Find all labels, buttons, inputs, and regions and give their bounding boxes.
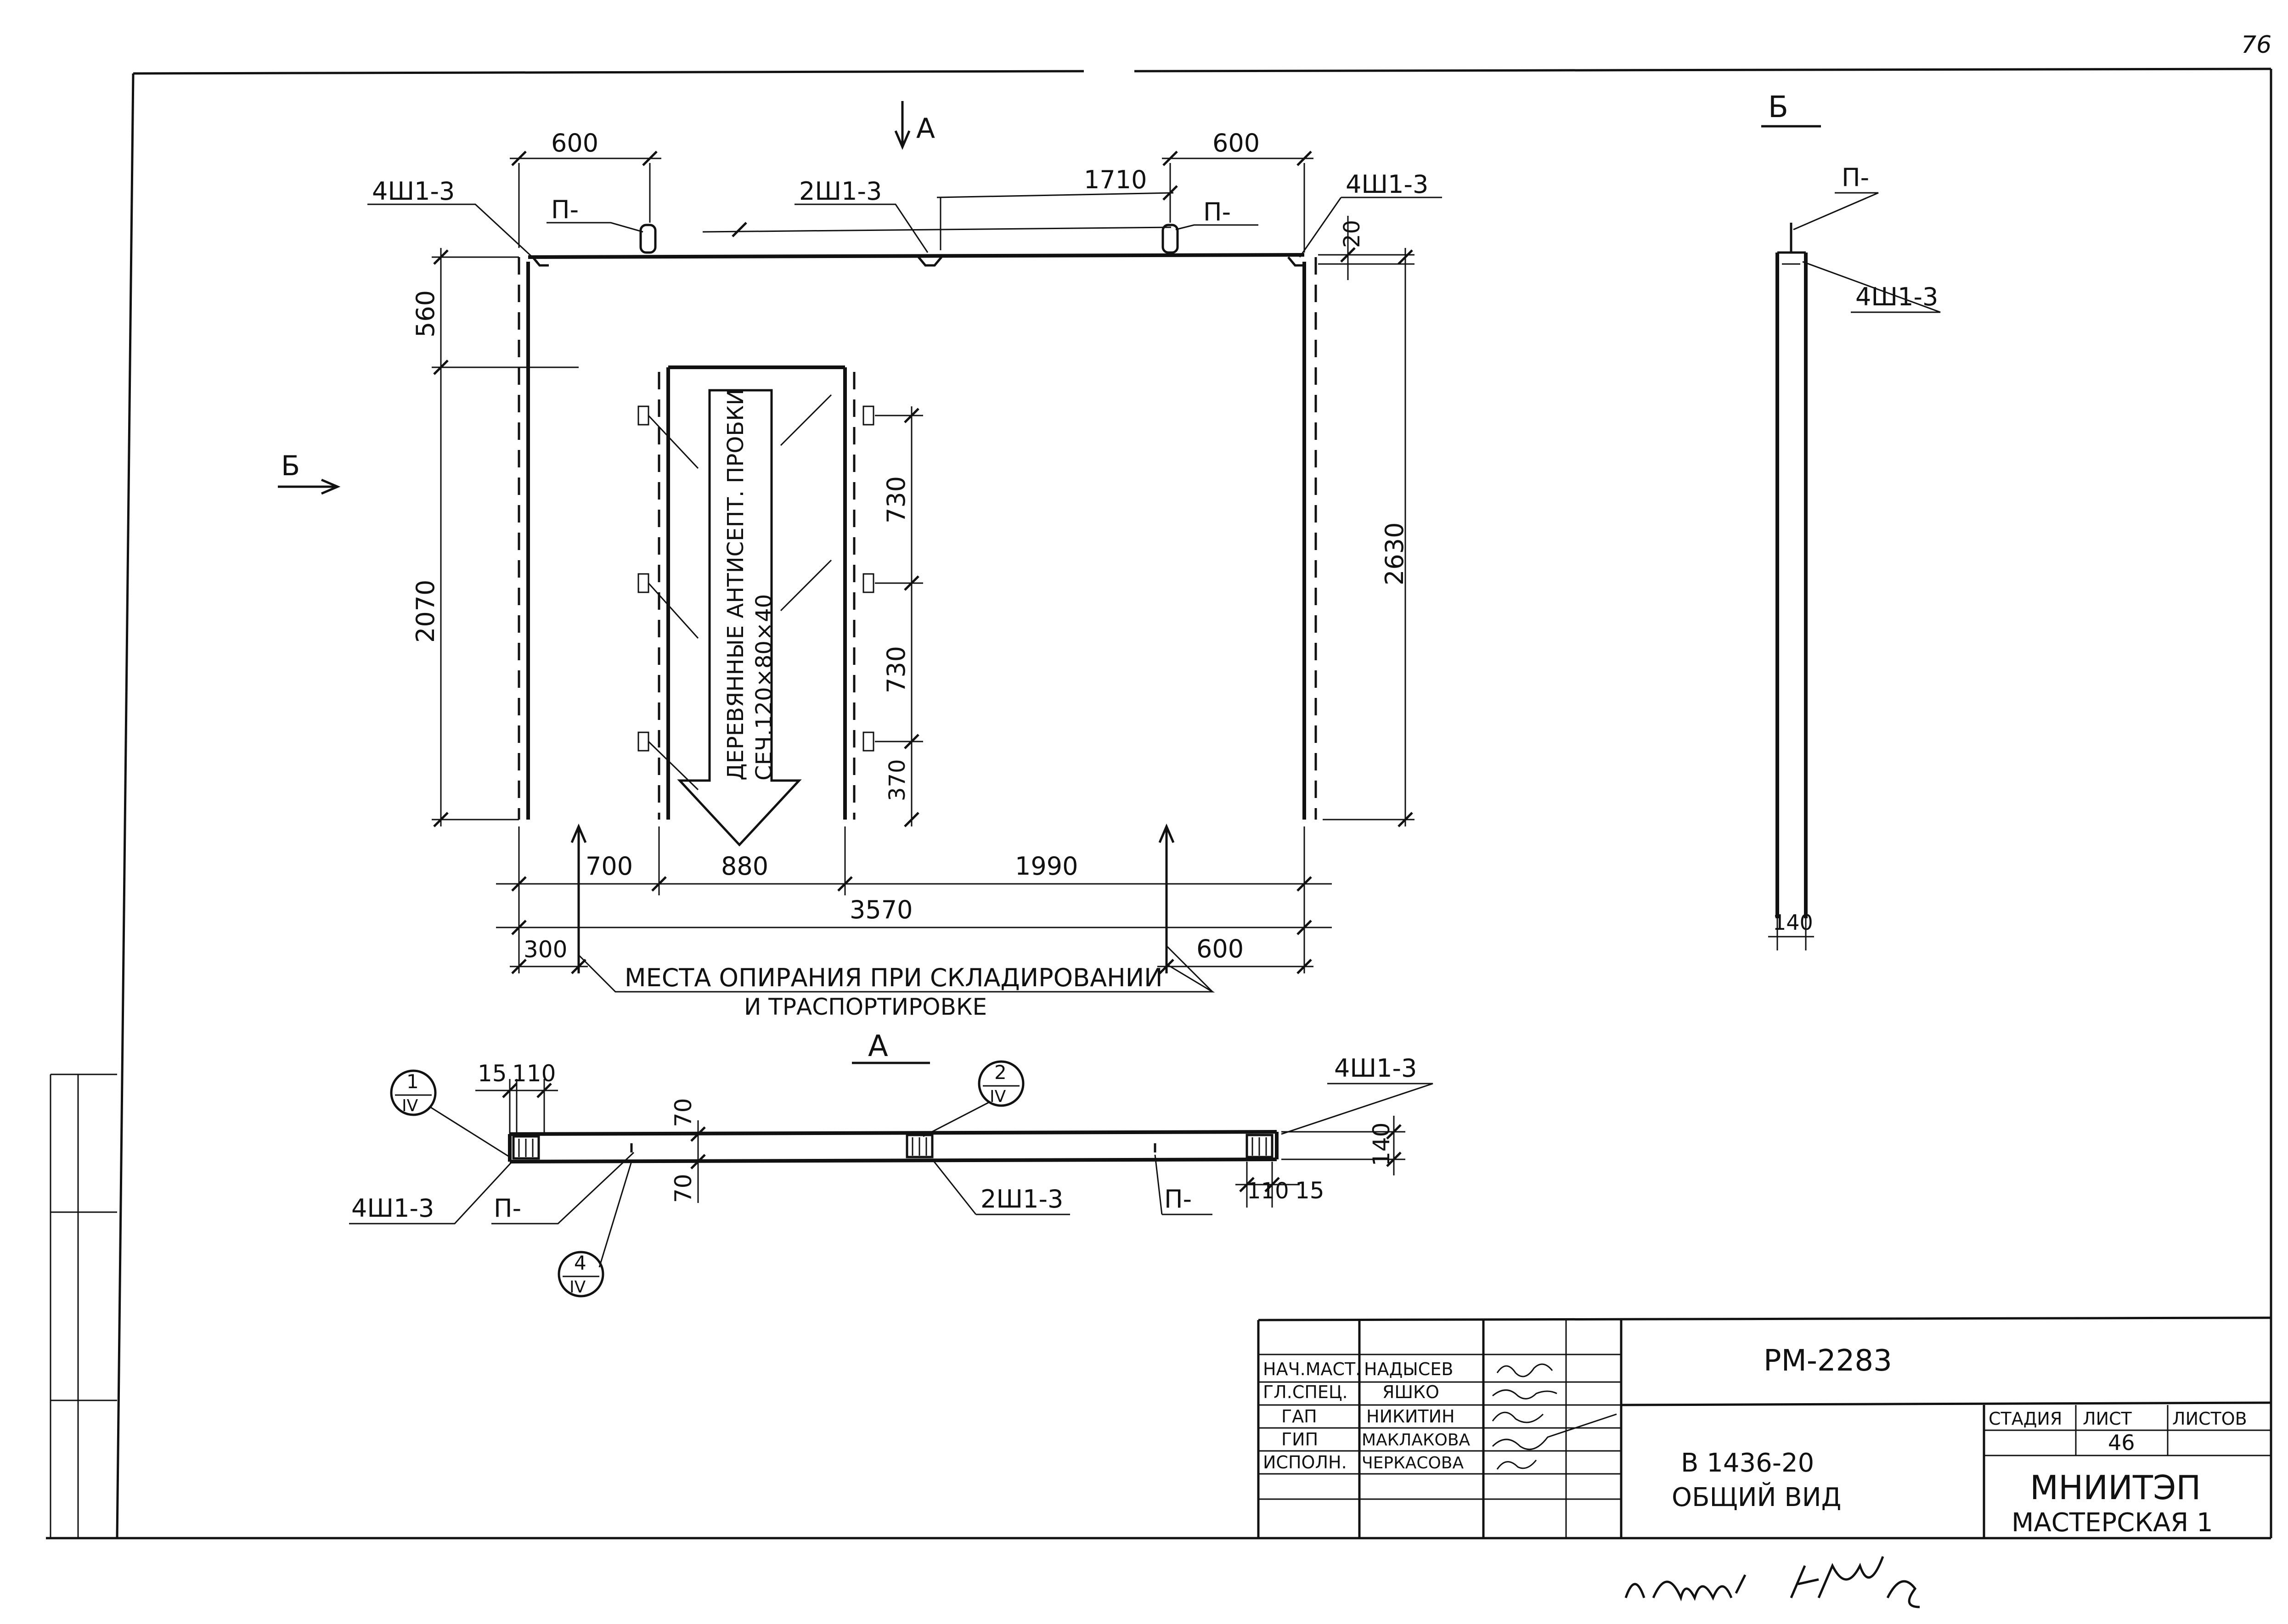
tb-product: В 1436-20 [1681, 1448, 1814, 1478]
plan-anchor-mid: 2Ш1-3 [981, 1185, 1063, 1214]
dim-370: 370 [885, 759, 910, 801]
tb-name-2: ЯШКО [1382, 1382, 1439, 1402]
dim-2630: 2630 [1380, 523, 1409, 585]
dim-600-right: 600 [1212, 129, 1260, 157]
side-view-b: Б П- 4Ш1-3 140 [1761, 90, 1941, 950]
section-b-mark: Б [281, 450, 300, 482]
plan-dim-15-right: 15 [1295, 1177, 1324, 1204]
callout-1-sheet: IV [402, 1096, 418, 1115]
tb-sheet-title: ОБЩИЙ ВИД [1672, 1482, 1841, 1512]
plan-loop-left: П- [494, 1194, 521, 1223]
plan-dim-70-top: 70 [670, 1098, 697, 1127]
plan-anchor-left: 4Ш1-3 [351, 1194, 434, 1223]
callout-2-sheet: IV [990, 1087, 1006, 1106]
tb-name-5: ЧЕРКАСОВА [1362, 1454, 1464, 1472]
side-thickness-dim: 140 [1773, 910, 1813, 935]
dim-1710: 1710 [1084, 165, 1147, 194]
section-a-title: А [868, 1029, 888, 1063]
plan-dim-15-left: 15 [478, 1060, 507, 1087]
tb-sheet-no: 46 [2108, 1430, 2135, 1455]
callout-1: 1 IV [390, 1069, 510, 1158]
anchor-label-right: 4Ш1-3 [1346, 170, 1428, 199]
support-note-2: И ТРАСПОРТИРОВКЕ [744, 994, 987, 1020]
plan-dim-140: 140 [1368, 1123, 1395, 1166]
plan-loop-right: П- [1164, 1185, 1192, 1214]
tb-role-1: НАЧ.МАСТ. [1263, 1359, 1361, 1379]
tb-sheets-label: ЛИСТОВ [2172, 1409, 2247, 1429]
callout-4-num: 4 [574, 1252, 586, 1274]
page-number: 76 [2241, 31, 2271, 59]
tb-org-unit: МАСТЕРСКАЯ 1 [2012, 1508, 2213, 1538]
tb-sheet-label: ЛИСТ [2083, 1409, 2132, 1429]
signatures [1492, 1363, 1617, 1470]
handwritten-note [1624, 1556, 1920, 1608]
anchor-label-left: 4Ш1-3 [372, 177, 455, 206]
side-loop-label: П- [1842, 163, 1869, 192]
tb-org-name: МНИИТЭП [2030, 1468, 2201, 1507]
tb-name-1: НАДЫСЕВ [1364, 1359, 1453, 1379]
callout-4-sheet: IV [569, 1278, 586, 1297]
tb-doc-code: РМ-2283 [1764, 1344, 1892, 1378]
tb-role-3: ГАП [1281, 1406, 1317, 1427]
tb-role-4: ГИП [1281, 1429, 1318, 1450]
wood-plugs-note: ДЕРЕВЯННЫЕ АНТИСЕПТ. ПРОБКИ [723, 389, 749, 781]
plan-view-a: 15 110 70 70 140 110 15 4Ш1-3 4Ш1-3 [349, 1054, 1433, 1298]
plan-anchor-top-right: 4Ш1-3 [1334, 1054, 1417, 1083]
dim-1990: 1990 [1015, 852, 1078, 881]
plan-dim-70-bottom: 70 [670, 1174, 697, 1203]
drawing-frame [46, 67, 2272, 1540]
tb-role-2: ГЛ.СПЕЦ. [1263, 1382, 1348, 1402]
callout-2-num: 2 [994, 1061, 1007, 1084]
dim-20: 20 [1339, 220, 1365, 248]
wood-plugs-size: СЕЧ.120×80×40 [751, 594, 777, 781]
plan-dim-110-right: 110 [1247, 1178, 1289, 1204]
panel-elevation: ДЕРЕВЯННЫЕ АНТИСЕПТ. ПРОБКИ СЕЧ.120×80×4… [367, 129, 1442, 1020]
loop-label-right: П- [1203, 197, 1231, 226]
tb-stage-label: СТАДИЯ [1989, 1409, 2062, 1429]
support-note: МЕСТА ОПИРАНИЯ ПРИ СКЛАДИРОВАНИИ [625, 963, 1163, 992]
dim-600-bottom: 600 [1196, 934, 1244, 963]
dim-600-left: 600 [551, 129, 598, 157]
section-markers: A Б А [278, 101, 935, 1064]
plan-dim-110-left: 110 [512, 1060, 556, 1087]
section-b-title: Б [1768, 90, 1788, 124]
dim-880: 880 [721, 852, 768, 881]
anchor-label-mid: 2Ш1-3 [799, 177, 882, 206]
callout-4: 4 IV [558, 1161, 632, 1298]
dim-700: 700 [586, 852, 633, 881]
dim-560: 560 [411, 290, 440, 337]
loop-label-left: П- [551, 195, 579, 224]
dim-300: 300 [524, 936, 567, 963]
dim-730-upper: 730 [882, 476, 911, 523]
dim-730-lower: 730 [882, 646, 911, 693]
callout-1-num: 1 [406, 1070, 419, 1093]
callout-2: 2 IV [923, 1060, 1025, 1137]
title-block: НАЧ.МАСТ. ГЛ.СПЕЦ. ГАП ГИП ИСПОЛН. НАДЫС… [1257, 1316, 2271, 1538]
tb-name-4: МАКЛАКОВА [1362, 1431, 1471, 1450]
tb-name-3: НИКИТИН [1366, 1406, 1455, 1427]
dim-2070: 2070 [411, 580, 440, 643]
tb-role-5: ИСПОЛН. [1263, 1452, 1347, 1472]
section-a-mark: A [916, 112, 935, 145]
dim-3570: 3570 [850, 895, 913, 924]
